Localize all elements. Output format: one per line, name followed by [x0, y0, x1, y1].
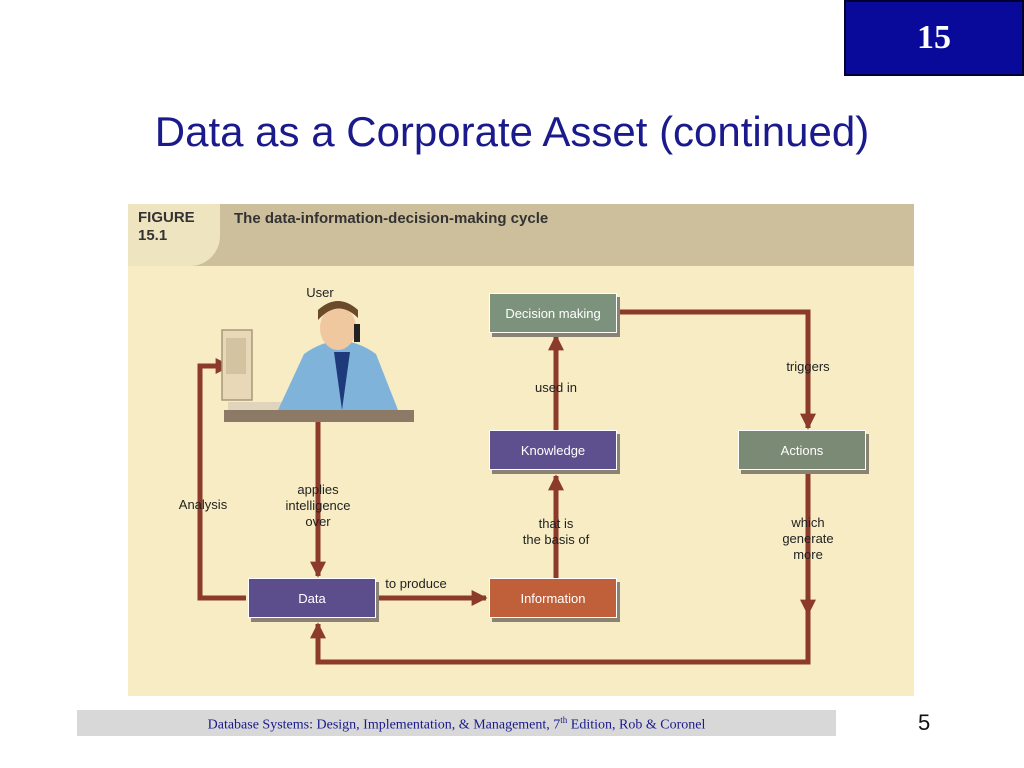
- label-analysis: Analysis: [178, 497, 228, 512]
- node-information: Information: [489, 578, 617, 618]
- label-applies-line3: over: [305, 514, 331, 529]
- figure-caption: The data-information-decision-making cyc…: [234, 210, 549, 227]
- citation-tail: Edition, Rob & Coronel: [567, 717, 706, 733]
- figure-header: [128, 204, 914, 266]
- label-basis-line1: that is: [538, 516, 574, 531]
- chapter-number: 15: [917, 19, 951, 56]
- cycle-arrows: [197, 301, 817, 665]
- node-actions: Actions: [738, 430, 866, 470]
- label-applies-intelligence: applies intelligence over: [273, 482, 363, 530]
- footer-citation: Database Systems: Design, Implementation…: [77, 715, 836, 734]
- user-illustration: [221, 301, 414, 422]
- figure-15-1: FIGURE 15.1 The data-information-decisio…: [128, 204, 914, 696]
- label-triggers: triggers: [786, 359, 830, 374]
- label-to-produce: to produce: [385, 576, 447, 591]
- label-basis-line2: the basis of: [522, 532, 590, 547]
- node-decision-making: Decision making: [489, 293, 617, 333]
- arrow-bottom-return: [309, 614, 811, 665]
- slide-title: Data as a Corporate Asset (continued): [154, 108, 870, 155]
- label-generate-line2: generate: [782, 531, 834, 546]
- label-which-generate-more: which generate more: [768, 515, 848, 563]
- arrow-analysis-loop: [197, 357, 246, 601]
- label-generate-line1: which: [791, 515, 825, 530]
- node-data: Data: [248, 578, 376, 618]
- citation-superscript: th: [560, 715, 568, 725]
- chapter-badge: 15: [844, 0, 1024, 76]
- user-label: User: [306, 285, 334, 300]
- page-number: 5: [918, 710, 931, 735]
- figure-label-word: FIGURE: [138, 209, 195, 226]
- figure-tab: [128, 204, 220, 266]
- figure-label: FIGURE 15.1: [138, 209, 195, 245]
- citation-main: Database Systems: Design, Implementation…: [207, 717, 561, 733]
- label-generate-line3: more: [793, 547, 823, 562]
- arrow-right-top-line: [686, 309, 817, 430]
- label-used-in: used in: [535, 380, 577, 395]
- figure-label-number: 15.1: [138, 227, 168, 244]
- label-basis-of: that is the basis of: [511, 516, 601, 548]
- footer-bar: Database Systems: Design, Implementation…: [77, 710, 836, 736]
- label-applies-line1: applies: [297, 482, 339, 497]
- node-knowledge: Knowledge: [489, 430, 617, 470]
- label-applies-line2: intelligence: [285, 498, 351, 513]
